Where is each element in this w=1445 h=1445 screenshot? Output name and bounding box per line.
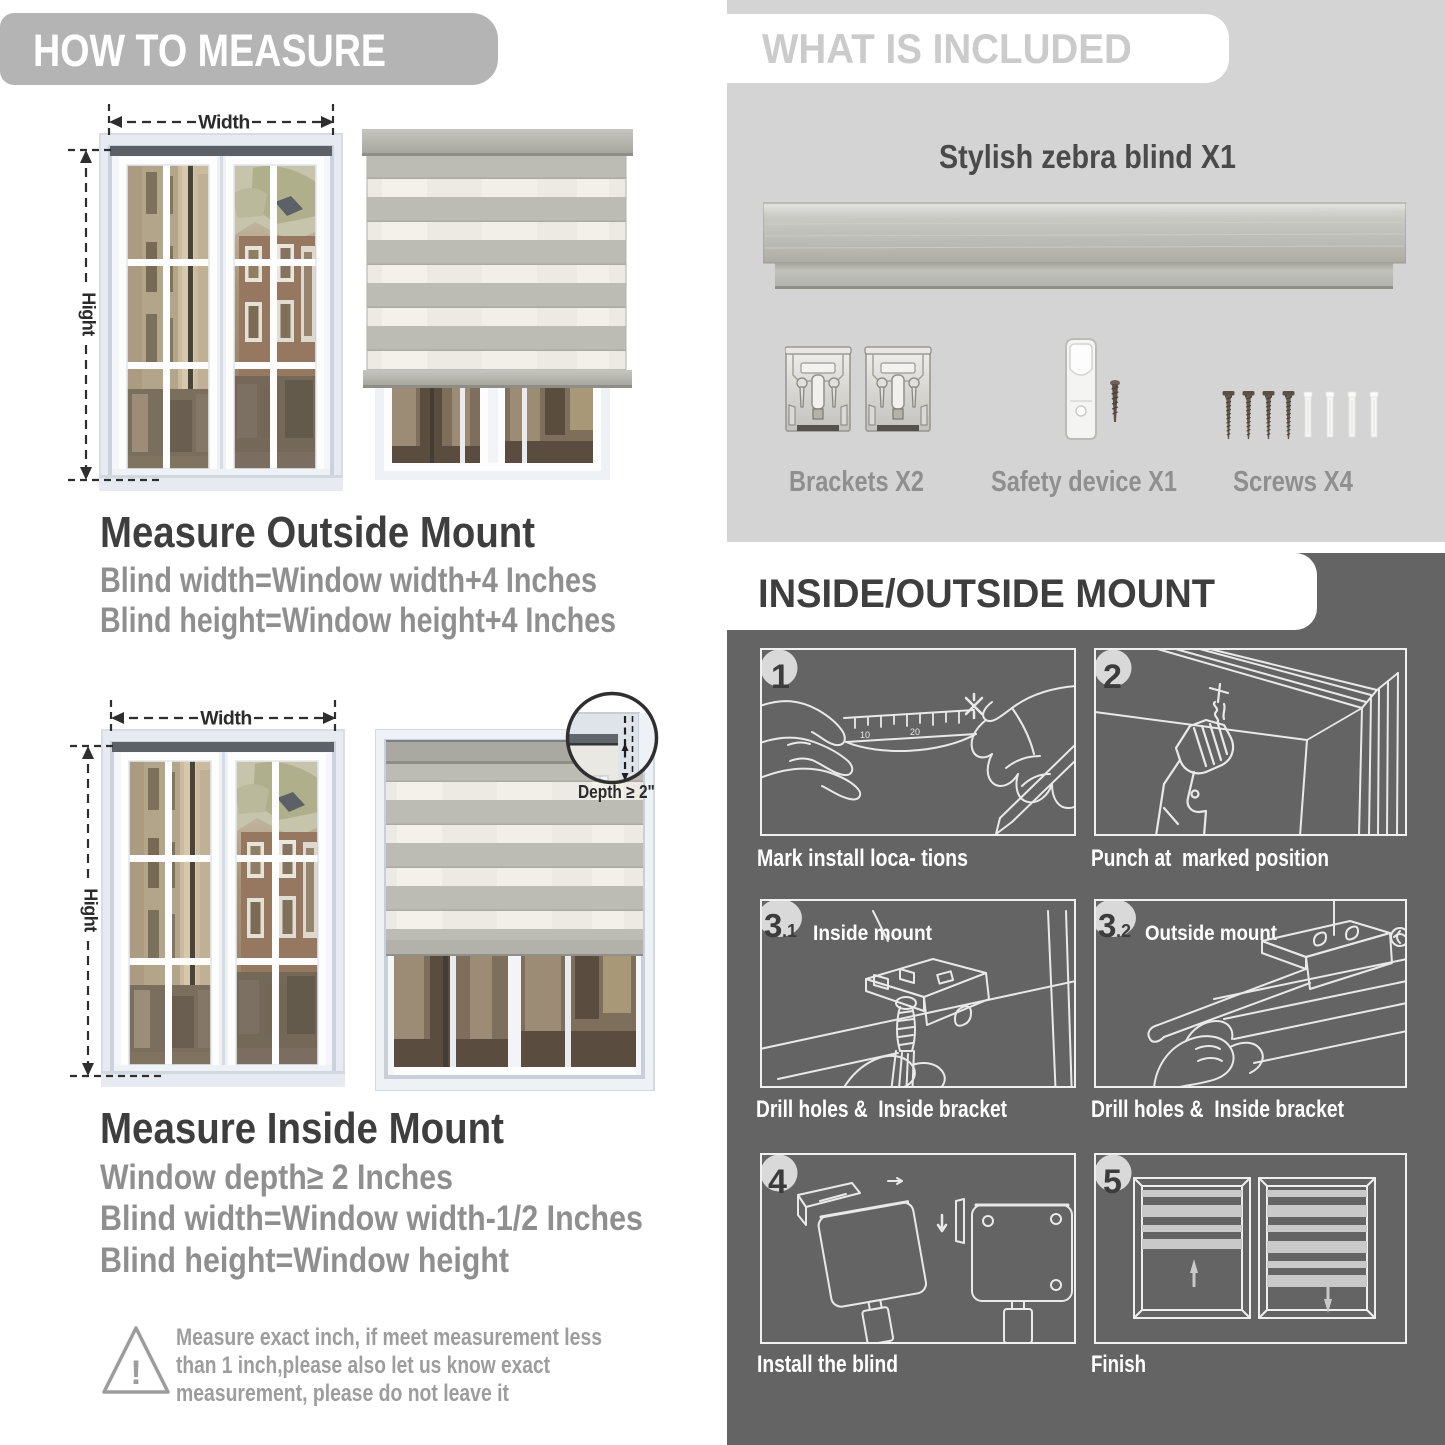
- svg-text:4: 4: [768, 1163, 787, 1201]
- svg-text:Inside mount: Inside mount: [813, 922, 932, 945]
- svg-text:10: 10: [860, 730, 870, 740]
- svg-text:20: 20: [910, 727, 920, 737]
- svg-text:5: 5: [1103, 1163, 1122, 1201]
- svg-text:2: 2: [1103, 658, 1122, 696]
- svg-text:!: !: [130, 1354, 141, 1392]
- svg-text:3: 3: [1098, 907, 1116, 944]
- svg-text:Outside mount: Outside mount: [1145, 922, 1277, 945]
- svg-text:.2: .2: [1116, 921, 1131, 941]
- svg-text:3: 3: [764, 907, 782, 944]
- svg-text:.1: .1: [782, 921, 797, 941]
- svg-text:1: 1: [771, 658, 790, 696]
